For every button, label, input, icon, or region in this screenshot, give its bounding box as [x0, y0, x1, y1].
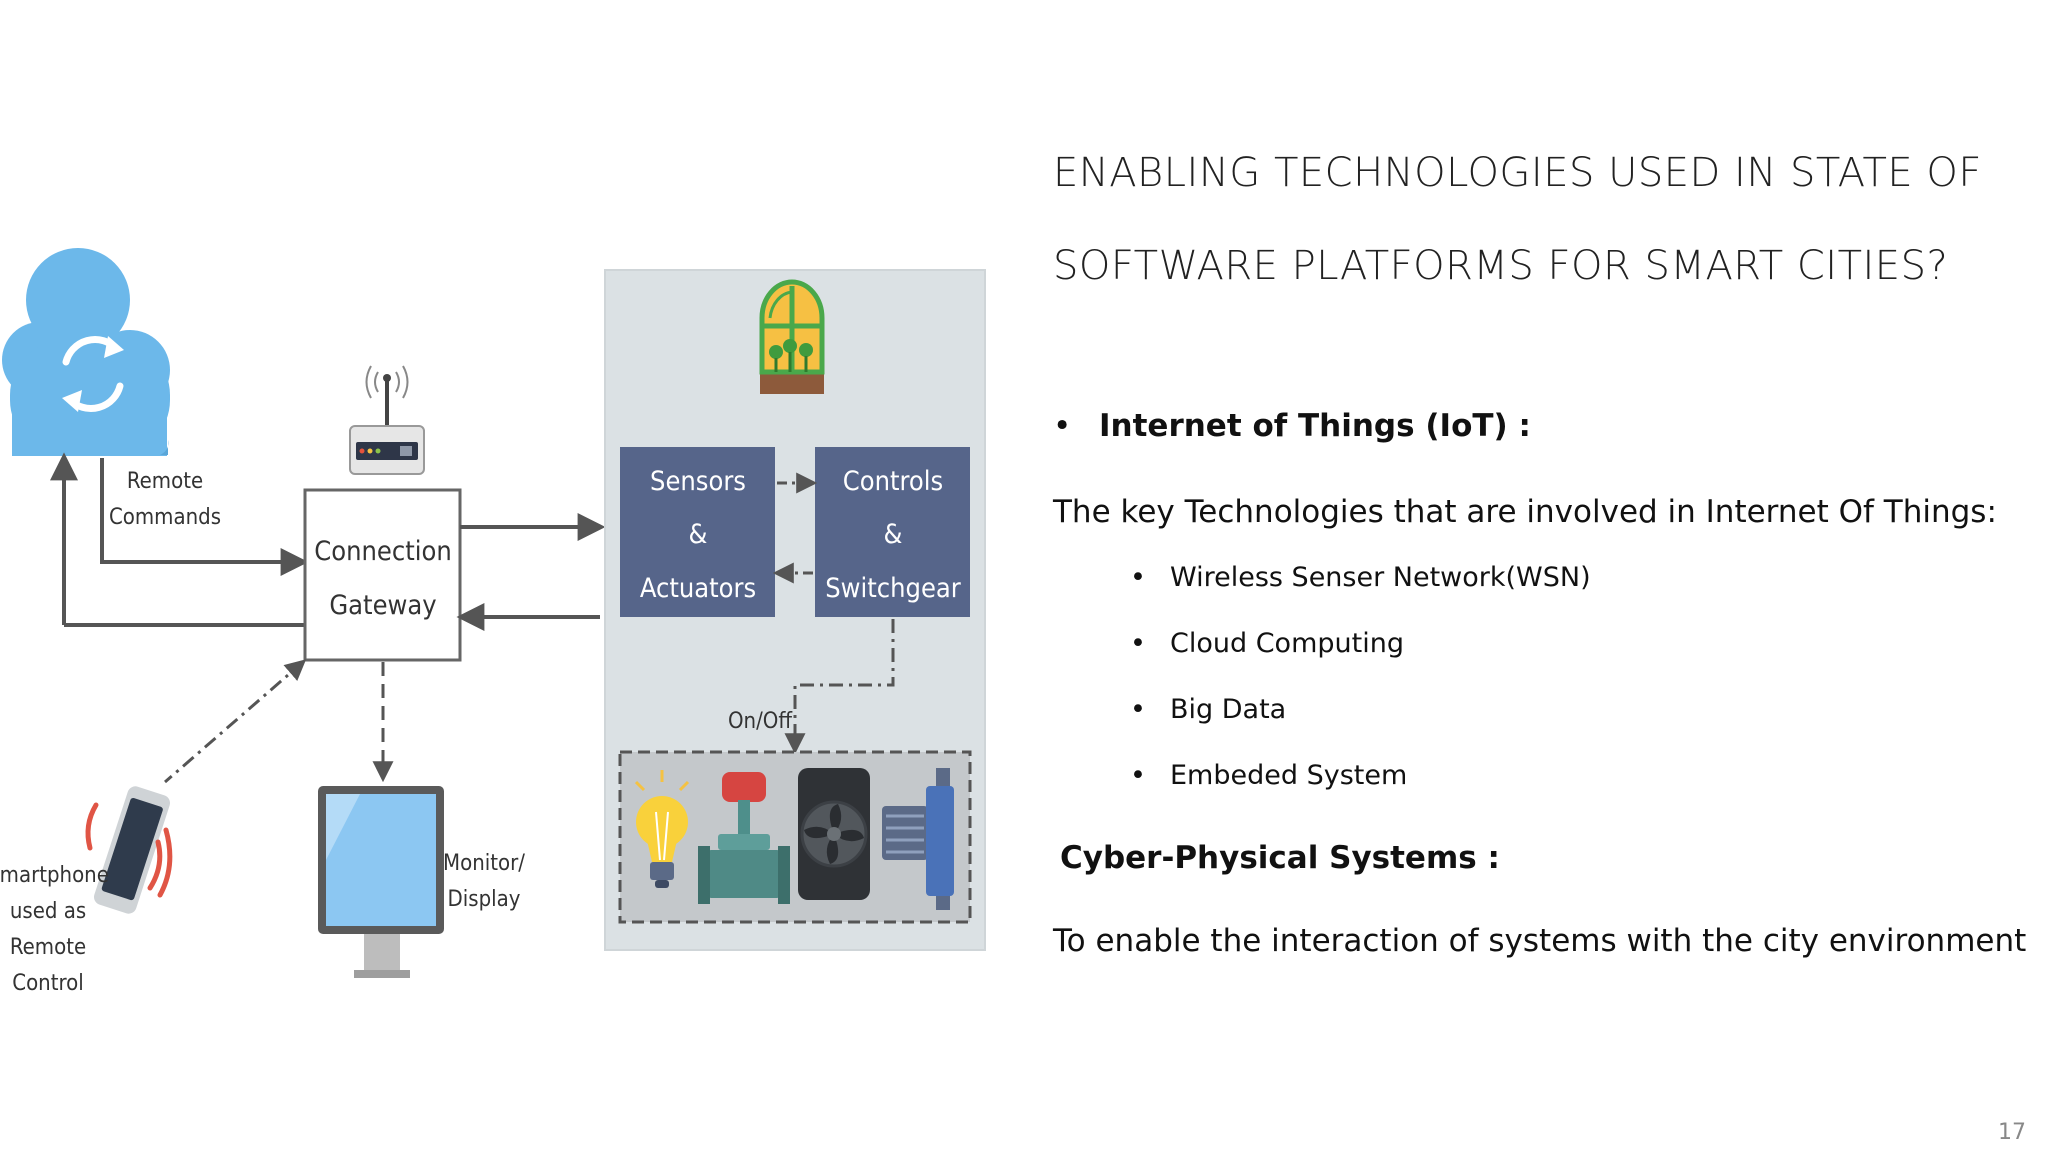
- svg-text:Remote: Remote: [10, 935, 86, 960]
- svg-text:Actuators: Actuators: [640, 573, 756, 604]
- slide-title-line-2: SOFTWARE PLATFORMS FOR SMART CITIES?: [1053, 243, 1949, 289]
- list-item: •Embeded System: [1130, 760, 1408, 791]
- gateway-panel-connectors: [456, 513, 606, 631]
- iot-technology-list: •Wireless Senser Network(WSN) •Cloud Com…: [1130, 562, 1591, 826]
- svg-text:Commands: Commands: [109, 505, 221, 530]
- valve-icon: [698, 772, 790, 904]
- cps-heading: Cyber-Physical Systems :: [1060, 840, 1500, 876]
- svg-text:Remote: Remote: [127, 469, 203, 494]
- cloud-icon: [2, 248, 170, 456]
- smartphone-label: Smartphone used as Remote Control: [0, 863, 109, 996]
- page-number: 17: [1998, 1120, 2026, 1145]
- cloud-gateway-connectors: [50, 452, 309, 627]
- svg-text:Display: Display: [448, 887, 521, 912]
- pump-icon: [882, 768, 954, 910]
- svg-text:Connection: Connection: [314, 536, 451, 567]
- iot-heading: Internet of Things (IoT) :: [1099, 408, 1531, 444]
- light-bulb-icon: [634, 770, 690, 888]
- sensors-actuators-box: Sensors & Actuators: [620, 447, 775, 617]
- cps-description: To enable the interaction of systems wit…: [1053, 923, 2027, 959]
- bullet-dot: •: [1053, 408, 1072, 444]
- svg-text:Controls: Controls: [843, 466, 943, 497]
- sensors-controls-connectors: [772, 472, 818, 584]
- svg-text:Control: Control: [12, 971, 84, 996]
- slide-title-line-1: ENABLING TECHNOLOGIES USED IN STATE OF: [1053, 150, 1982, 196]
- remote-commands-label: Remote Commands: [109, 469, 221, 530]
- iot-intro-text: The key Technologies that are involved i…: [1053, 494, 1997, 530]
- greenhouse-icon: [759, 279, 825, 394]
- on-off-label: On/Off: [728, 709, 793, 734]
- router-icon: [349, 365, 425, 475]
- list-item: •Big Data: [1130, 694, 1287, 725]
- iot-architecture-diagram: Remote Commands Connection Gateway: [0, 248, 986, 996]
- svg-text:Monitor/: Monitor/: [443, 851, 525, 876]
- svg-text:&: &: [884, 519, 903, 550]
- svg-text:used as: used as: [10, 899, 86, 924]
- list-item: •Cloud Computing: [1130, 628, 1404, 659]
- svg-text:&: &: [689, 519, 708, 550]
- svg-text:Gateway: Gateway: [329, 590, 436, 621]
- monitor-icon: [318, 786, 444, 978]
- monitor-label: Monitor/ Display: [443, 851, 525, 912]
- svg-text:Sensors: Sensors: [650, 466, 746, 497]
- list-item: •Wireless Senser Network(WSN): [1130, 562, 1591, 593]
- gateway-smartphone-connector: [164, 659, 307, 784]
- smartphone-icon: [85, 786, 173, 914]
- svg-text:Smartphone: Smartphone: [0, 863, 109, 888]
- fan-icon: [798, 768, 870, 900]
- controls-devices-connector: [784, 619, 895, 755]
- svg-text:Switchgear: Switchgear: [825, 573, 961, 604]
- connection-gateway-box: Connection Gateway: [303, 488, 462, 662]
- controls-switchgear-box: Controls & Switchgear: [815, 447, 970, 617]
- iot-bullet: • Internet of Things (IoT) :: [1053, 408, 1531, 444]
